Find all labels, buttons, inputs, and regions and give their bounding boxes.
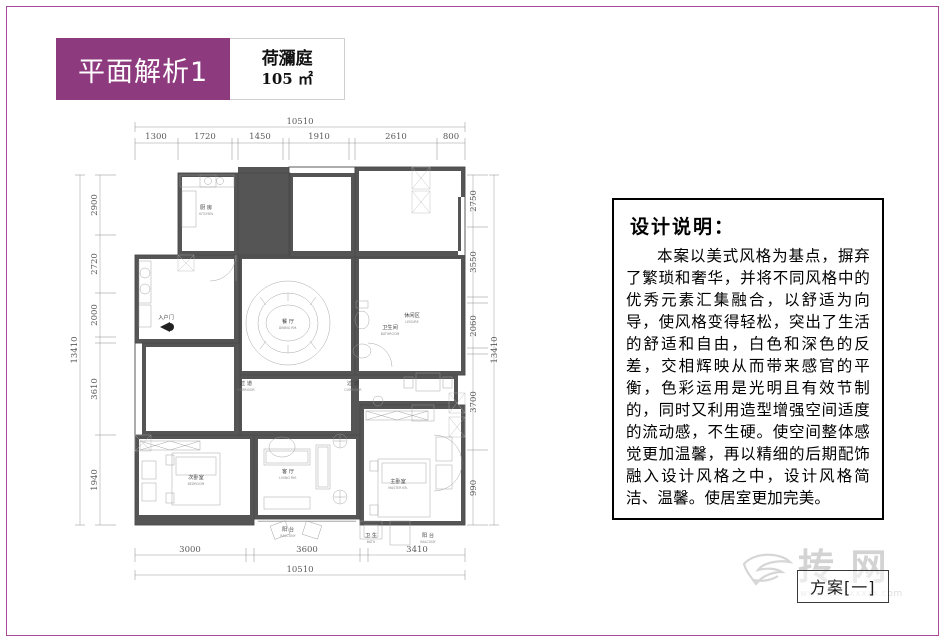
scheme-label: 方案[一] bbox=[797, 570, 889, 603]
design-description-panel: 设计说明： 本案以美式风格为基点，摒弃了繁琐和奢华，并将不同风格中的优秀元素汇集… bbox=[612, 198, 884, 520]
room-label: 入户门 bbox=[158, 313, 174, 321]
dim-top-0: 1300 bbox=[145, 132, 167, 142]
dim-right-1: 3550 bbox=[469, 251, 479, 273]
dim-right-2: 2060 bbox=[469, 315, 479, 337]
room-label: 阳 台 BALCONY bbox=[280, 525, 295, 538]
architecture-walls bbox=[134, 166, 466, 526]
room-sub-balcony2: BALCONY bbox=[420, 540, 435, 544]
room-sub-living: LIVING RM. bbox=[279, 476, 297, 480]
room-sub-master: MASTER BR. bbox=[388, 486, 407, 490]
room-sub-bathroom: BATHROOM bbox=[381, 332, 400, 336]
dimension-chain-left: 13410 2900 2720 2000 3610 1940 bbox=[70, 174, 116, 526]
room-label: 休闲区 LEISURE bbox=[404, 311, 420, 324]
room-name-master: 主卧室 bbox=[390, 477, 406, 485]
room-label: 餐 厅 DINING RM. bbox=[279, 317, 298, 330]
room-name-kitchen: 厨 房 bbox=[200, 203, 212, 211]
room-sub-kitchen: KITCHEN bbox=[199, 212, 213, 216]
room-sub-bath2: BATH bbox=[367, 540, 376, 544]
design-description-body: 本案以美式风格为基点，摒弃了繁琐和奢华，并将不同风格中的优秀元素汇集融合，以舒适… bbox=[626, 247, 870, 507]
room-name-corridor2: 过 道 bbox=[347, 379, 359, 387]
dim-left-2: 2000 bbox=[90, 304, 100, 326]
dim-right-4: 990 bbox=[469, 480, 479, 496]
dim-right-3: 3700 bbox=[469, 391, 479, 413]
bedroom-bed bbox=[139, 440, 221, 506]
dim-bottom-1: 3600 bbox=[296, 545, 318, 555]
room-label: 阳 台 BALCONY bbox=[420, 531, 435, 544]
dim-top-4: 2610 bbox=[385, 132, 407, 142]
dim-top-5: 800 bbox=[443, 132, 459, 142]
room-labels: 厨 房 KITCHEN 餐 厅 DINING RM. 休闲区 LEISURE 卫… bbox=[158, 203, 435, 544]
room-name-bedroom2: 次卧室 bbox=[188, 473, 204, 481]
dim-left-4: 1940 bbox=[90, 469, 100, 491]
swallow-logo-icon bbox=[742, 553, 794, 586]
room-name-balcony2: 阳 台 bbox=[422, 531, 434, 539]
dim-overall-top: 10510 bbox=[286, 117, 313, 127]
dim-top-2: 1450 bbox=[249, 132, 271, 142]
room-label: 次卧室 BEDROOM bbox=[188, 473, 205, 486]
room-label: 厨 房 KITCHEN bbox=[199, 203, 213, 216]
project-name: 荷瀰庭 bbox=[261, 49, 313, 70]
dim-top-3: 1910 bbox=[308, 132, 330, 142]
dim-top-1: 1720 bbox=[194, 132, 216, 142]
dim-bottom-2: 3410 bbox=[406, 545, 428, 555]
project-info-box: 荷瀰庭 105 ㎡ bbox=[230, 38, 346, 100]
plan-title-group: 平面解析1 荷瀰庭 105 ㎡ bbox=[56, 38, 346, 100]
room-name-leisure: 休闲区 bbox=[404, 311, 420, 319]
dining-table bbox=[245, 280, 331, 366]
project-area: 105 ㎡ bbox=[261, 70, 313, 89]
room-name-bathroom: 卫生间 bbox=[382, 323, 398, 331]
master-bed bbox=[365, 410, 463, 518]
design-description-heading: 设计说明： bbox=[630, 216, 736, 238]
furniture-layer bbox=[138, 174, 463, 546]
room-name-entry: 入户门 bbox=[158, 313, 174, 321]
room-label: 客 厅 LIVING RM. bbox=[279, 467, 297, 480]
room-name-bath2: 卫 生 bbox=[365, 531, 377, 539]
room-name-living: 客 厅 bbox=[282, 467, 294, 475]
dim-overall-bottom: 10510 bbox=[286, 565, 313, 575]
dim-left-3: 3610 bbox=[90, 378, 100, 400]
room-label: 过 道 CORRIDOR bbox=[344, 379, 362, 392]
room-sub-corridor2: CORRIDOR bbox=[344, 388, 362, 392]
room-label: 卫生间 BATHROOM bbox=[381, 323, 400, 336]
room-sub-bedroom2: BEDROOM bbox=[188, 482, 205, 486]
dim-bottom-0: 3000 bbox=[179, 545, 201, 555]
dimension-chain-bottom: 3000 3600 3410 10510 bbox=[134, 545, 466, 580]
living-sofa bbox=[263, 433, 348, 510]
room-label: 过 道 CORRIDOR bbox=[237, 379, 255, 392]
room-name-dining: 餐 厅 bbox=[282, 317, 294, 325]
dim-overall-right: 13410 bbox=[490, 336, 500, 363]
room-name-balcony1: 阳 台 bbox=[282, 525, 294, 533]
room-label: 主卧室 MASTER BR. bbox=[388, 477, 407, 490]
entry-arrow-icon bbox=[160, 322, 174, 332]
room-name-corridor1: 过 道 bbox=[240, 379, 252, 387]
dim-overall-left: 13410 bbox=[70, 336, 80, 363]
dim-left-0: 2900 bbox=[90, 194, 100, 216]
room-sub-dining: DINING RM. bbox=[279, 326, 298, 330]
plan-title-badge: 平面解析1 bbox=[56, 38, 231, 100]
dimension-chain-top: 10510 1300 1720 1450 1910 2610 800 bbox=[134, 117, 466, 160]
room-sub-balcony1: BALCONY bbox=[280, 534, 295, 538]
dim-right-0: 2750 bbox=[469, 190, 479, 212]
room-sub-leisure: LEISURE bbox=[405, 320, 418, 324]
floorplan-drawing: 10510 1300 1720 1450 1910 2610 800 bbox=[60, 105, 520, 595]
dim-left-1: 2720 bbox=[90, 253, 100, 275]
dimension-chain-right: 2750 3550 2060 3700 990 13410 bbox=[467, 174, 500, 526]
room-label: 卫 生 BATH bbox=[365, 531, 377, 544]
room-sub-corridor1: CORRIDOR bbox=[237, 388, 255, 392]
